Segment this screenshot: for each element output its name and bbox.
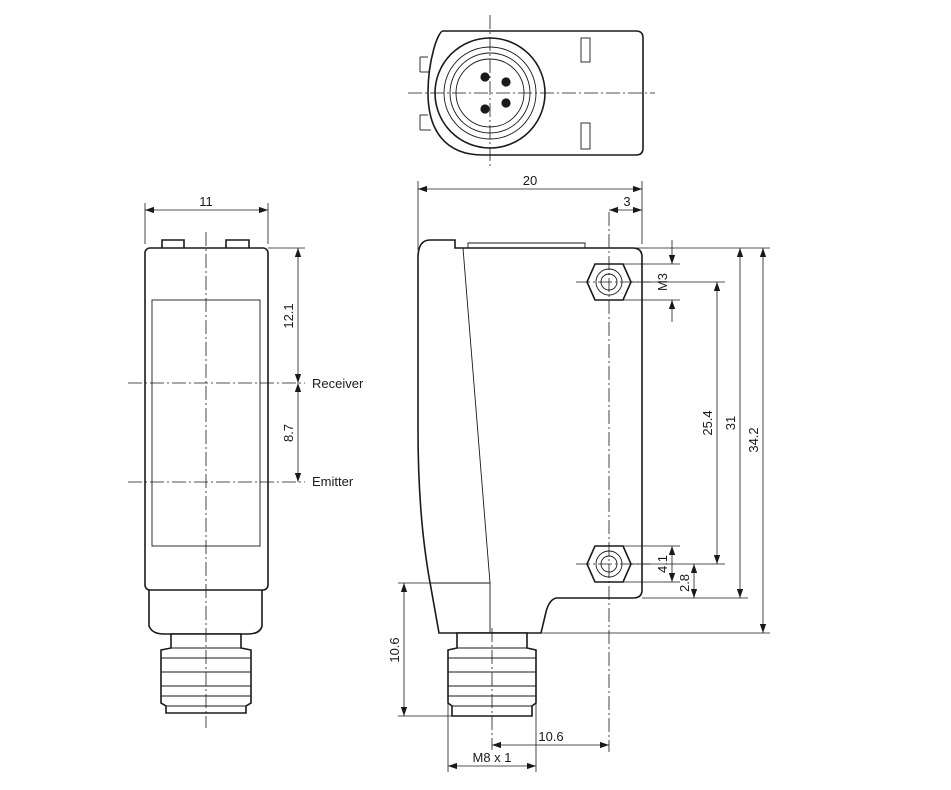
top-view-slot-upper <box>580 37 591 63</box>
dim-side-width: 11 <box>199 194 213 209</box>
connector-pin-3 <box>480 104 490 114</box>
dim-hole-thread: M3 <box>655 273 670 291</box>
dim-connector-thread: M8 x 1 <box>472 750 511 765</box>
side-view-housing <box>417 239 643 634</box>
dim-hole-edge-offset: 3 <box>623 194 630 209</box>
side-view: 20 3 M3 25.4 31 34.2 4.1 2.8 <box>387 173 770 772</box>
dim-lower-hole-offset: 2.8 <box>677 574 692 592</box>
top-view-slot-lower <box>580 122 591 150</box>
emitter-label: Emitter <box>312 474 354 489</box>
dim-lens-top-to-receiver: 12.1 <box>281 303 296 328</box>
dim-body-height: 31 <box>723 416 738 430</box>
top-view <box>408 15 655 168</box>
front-view-neck <box>148 590 263 635</box>
dim-overall-width: 20 <box>523 173 537 188</box>
connector-pin-4 <box>501 98 511 108</box>
front-view: 11 12.1 8.7 Receiver Emitter <box>128 194 364 728</box>
receiver-label: Receiver <box>312 376 364 391</box>
dim-lower-hole-step: 4.1 <box>655 555 670 573</box>
dim-receiver-to-emitter: 8.7 <box>281 424 296 442</box>
dim-hole-spacing: 25.4 <box>700 410 715 435</box>
connector-pin-1 <box>480 72 490 82</box>
dim-overall-height: 34.2 <box>746 427 761 452</box>
side-view-top-rail <box>467 242 586 248</box>
connector-pin-2 <box>501 77 511 87</box>
front-view-housing <box>144 247 269 591</box>
dim-connector-length: 10.6 <box>387 637 402 662</box>
dim-connector-offset: 10.6 <box>538 729 563 744</box>
